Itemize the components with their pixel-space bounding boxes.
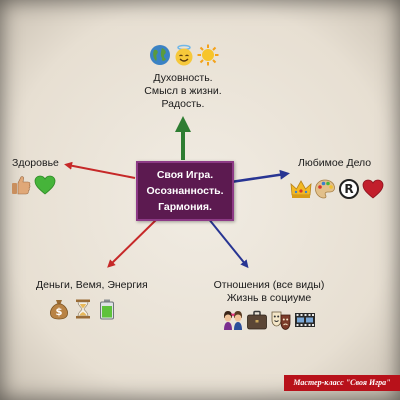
node-relationships-line-1: Отношения (все виды) bbox=[213, 279, 325, 291]
center-line-2: Осознанность. bbox=[146, 185, 224, 197]
node-health-label: Здоровье bbox=[12, 157, 59, 169]
node-relationships: Отношения (все виды) Жизнь в социуме bbox=[204, 279, 334, 305]
crown-icon bbox=[290, 180, 312, 198]
hourglass-icon bbox=[76, 299, 90, 319]
bottom-left-icons: $ bbox=[48, 298, 118, 320]
right-icons: R bbox=[290, 178, 384, 200]
top-icons bbox=[149, 44, 219, 66]
arrow-bottom-right bbox=[207, 217, 249, 269]
node-spirituality: Духовность. Смысл в жизни. Радость. bbox=[132, 72, 234, 111]
thumbs-up-icon bbox=[12, 176, 31, 195]
registered-icon: R bbox=[339, 179, 359, 199]
left-icons bbox=[10, 174, 56, 196]
film-strip-icon bbox=[295, 313, 315, 327]
node-relationships-line-2: Жизнь в социуме bbox=[226, 292, 312, 304]
arrow-left bbox=[64, 161, 136, 179]
arrow-bottom-left bbox=[107, 217, 159, 268]
palette-icon bbox=[315, 179, 335, 199]
angel-face-icon bbox=[175, 44, 193, 66]
node-spirituality-line-3: Радость. bbox=[161, 98, 205, 110]
green-heart-icon bbox=[34, 175, 56, 195]
globe-icon bbox=[150, 45, 170, 65]
svg-text:R: R bbox=[344, 182, 353, 196]
center-line-1: Своя Игра. bbox=[156, 169, 214, 181]
battery-icon bbox=[100, 299, 114, 320]
node-spirituality-line-2: Смысл в жизни. bbox=[144, 85, 222, 97]
arrow-right bbox=[230, 169, 290, 184]
node-spirituality-line-1: Духовность. bbox=[153, 72, 213, 84]
center-box: Своя Игра. Осознанность. Гармония. bbox=[136, 161, 234, 221]
sun-icon bbox=[197, 44, 219, 66]
money-bag-icon: $ bbox=[50, 300, 68, 320]
couple-kiss-icon bbox=[224, 311, 242, 330]
node-money-label: Деньги, Вемя, Энергия bbox=[36, 279, 148, 291]
masterclass-ribbon: Мастер-класс "Своя Игра" bbox=[284, 375, 400, 391]
red-heart-icon bbox=[362, 179, 384, 199]
briefcase-icon bbox=[247, 310, 267, 330]
theater-masks-icon bbox=[271, 311, 291, 330]
bottom-right-icons bbox=[222, 309, 316, 331]
center-line-3: Гармония. bbox=[158, 201, 212, 213]
svg-text:$: $ bbox=[56, 307, 63, 318]
node-favorite-work-label: Любимое Дело bbox=[298, 157, 372, 169]
